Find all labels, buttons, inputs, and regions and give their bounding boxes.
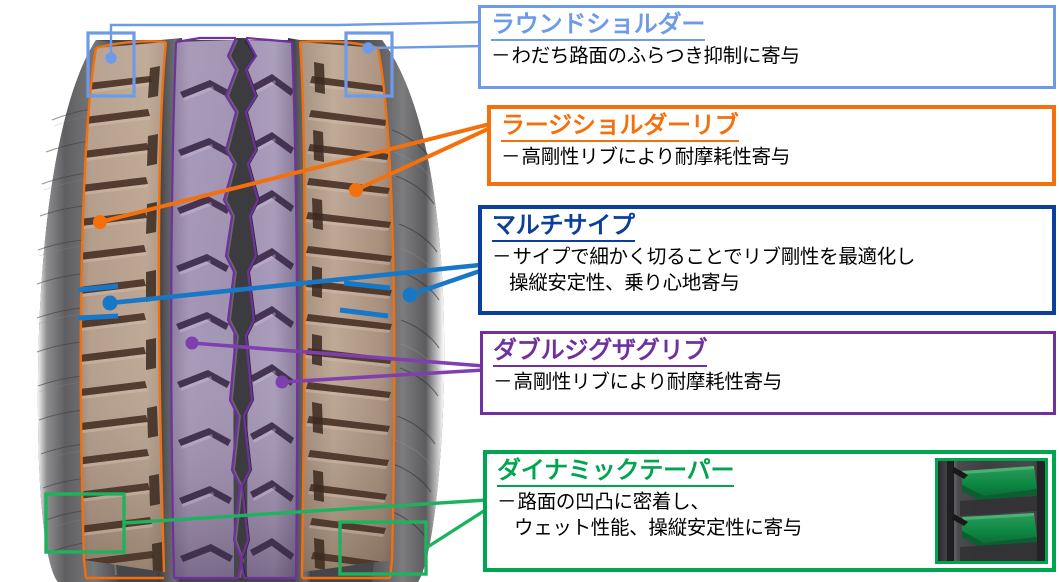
callout-description-line: 操縦安定性、乗り心地寄与 [509,272,740,294]
callout-double-zigzag-rib: ダブルジグザグリブ －高剛性リブにより耐摩耗性寄与 [480,331,1056,415]
callout-description: －わだち路面のふらつき抑制に寄与 [491,44,1045,70]
bullet-dash: － [501,146,522,169]
callout-title: ラウンドショルダー [491,10,705,42]
callout-title: ラージショルダーリブ [501,111,739,143]
callout-title: ダブルジグザグリブ [493,336,707,368]
bullet-dash: － [493,371,514,394]
callout-dynamic-taper: ダイナミックテーパー －路面の凹凸に密着し、 ウェット性能、操縦安定性に寄与 [483,450,1056,572]
callout-title: マルチサイプ [492,211,635,243]
callout-description: －路面の凹凸に密着し、 ウェット性能、操縦安定性に寄与 [497,490,1044,541]
tire-illustration [36,31,445,582]
callout-multi-sipe: マルチサイプ －サイプで細かく切ることでリブ剛性を最適化し 操縦安定性、乗り心地… [478,205,1056,315]
callout-large-shoulder-rib: ラージショルダーリブ －高剛性リブにより耐摩耗性寄与 [487,105,1056,186]
callout-title: ダイナミックテーパー [497,456,734,488]
callout-description-line: サイプで細かく切ることでリブ剛性を最適化し [512,246,916,269]
callout-description: －サイプで細かく切ることでリブ剛性を最適化し 操縦安定性、乗り心地寄与 [492,245,1044,296]
callout-round-shoulder: ラウンドショルダー －わだち路面のふらつき抑制に寄与 [478,5,1056,89]
callout-description-line: 高剛性リブにより耐摩耗性寄与 [513,371,783,394]
taper-closeup-thumbnail [935,458,1048,564]
callout-description-line: わだち路面のふらつき抑制に寄与 [511,45,800,68]
callout-description-line: ウェット性能、操縦安定性に寄与 [514,517,803,539]
callout-description: －高剛性リブにより耐摩耗性寄与 [493,370,1045,396]
bullet-dash: － [497,491,518,514]
bullet-dash: － [491,45,512,68]
callout-description-line: 高剛性リブにより耐摩耗性寄与 [521,146,791,169]
callout-description: －高剛性リブにより耐摩耗性寄与 [501,145,1044,171]
bullet-dash: － [492,246,513,269]
callout-description-line: 路面の凹凸に密着し、 [517,491,710,514]
